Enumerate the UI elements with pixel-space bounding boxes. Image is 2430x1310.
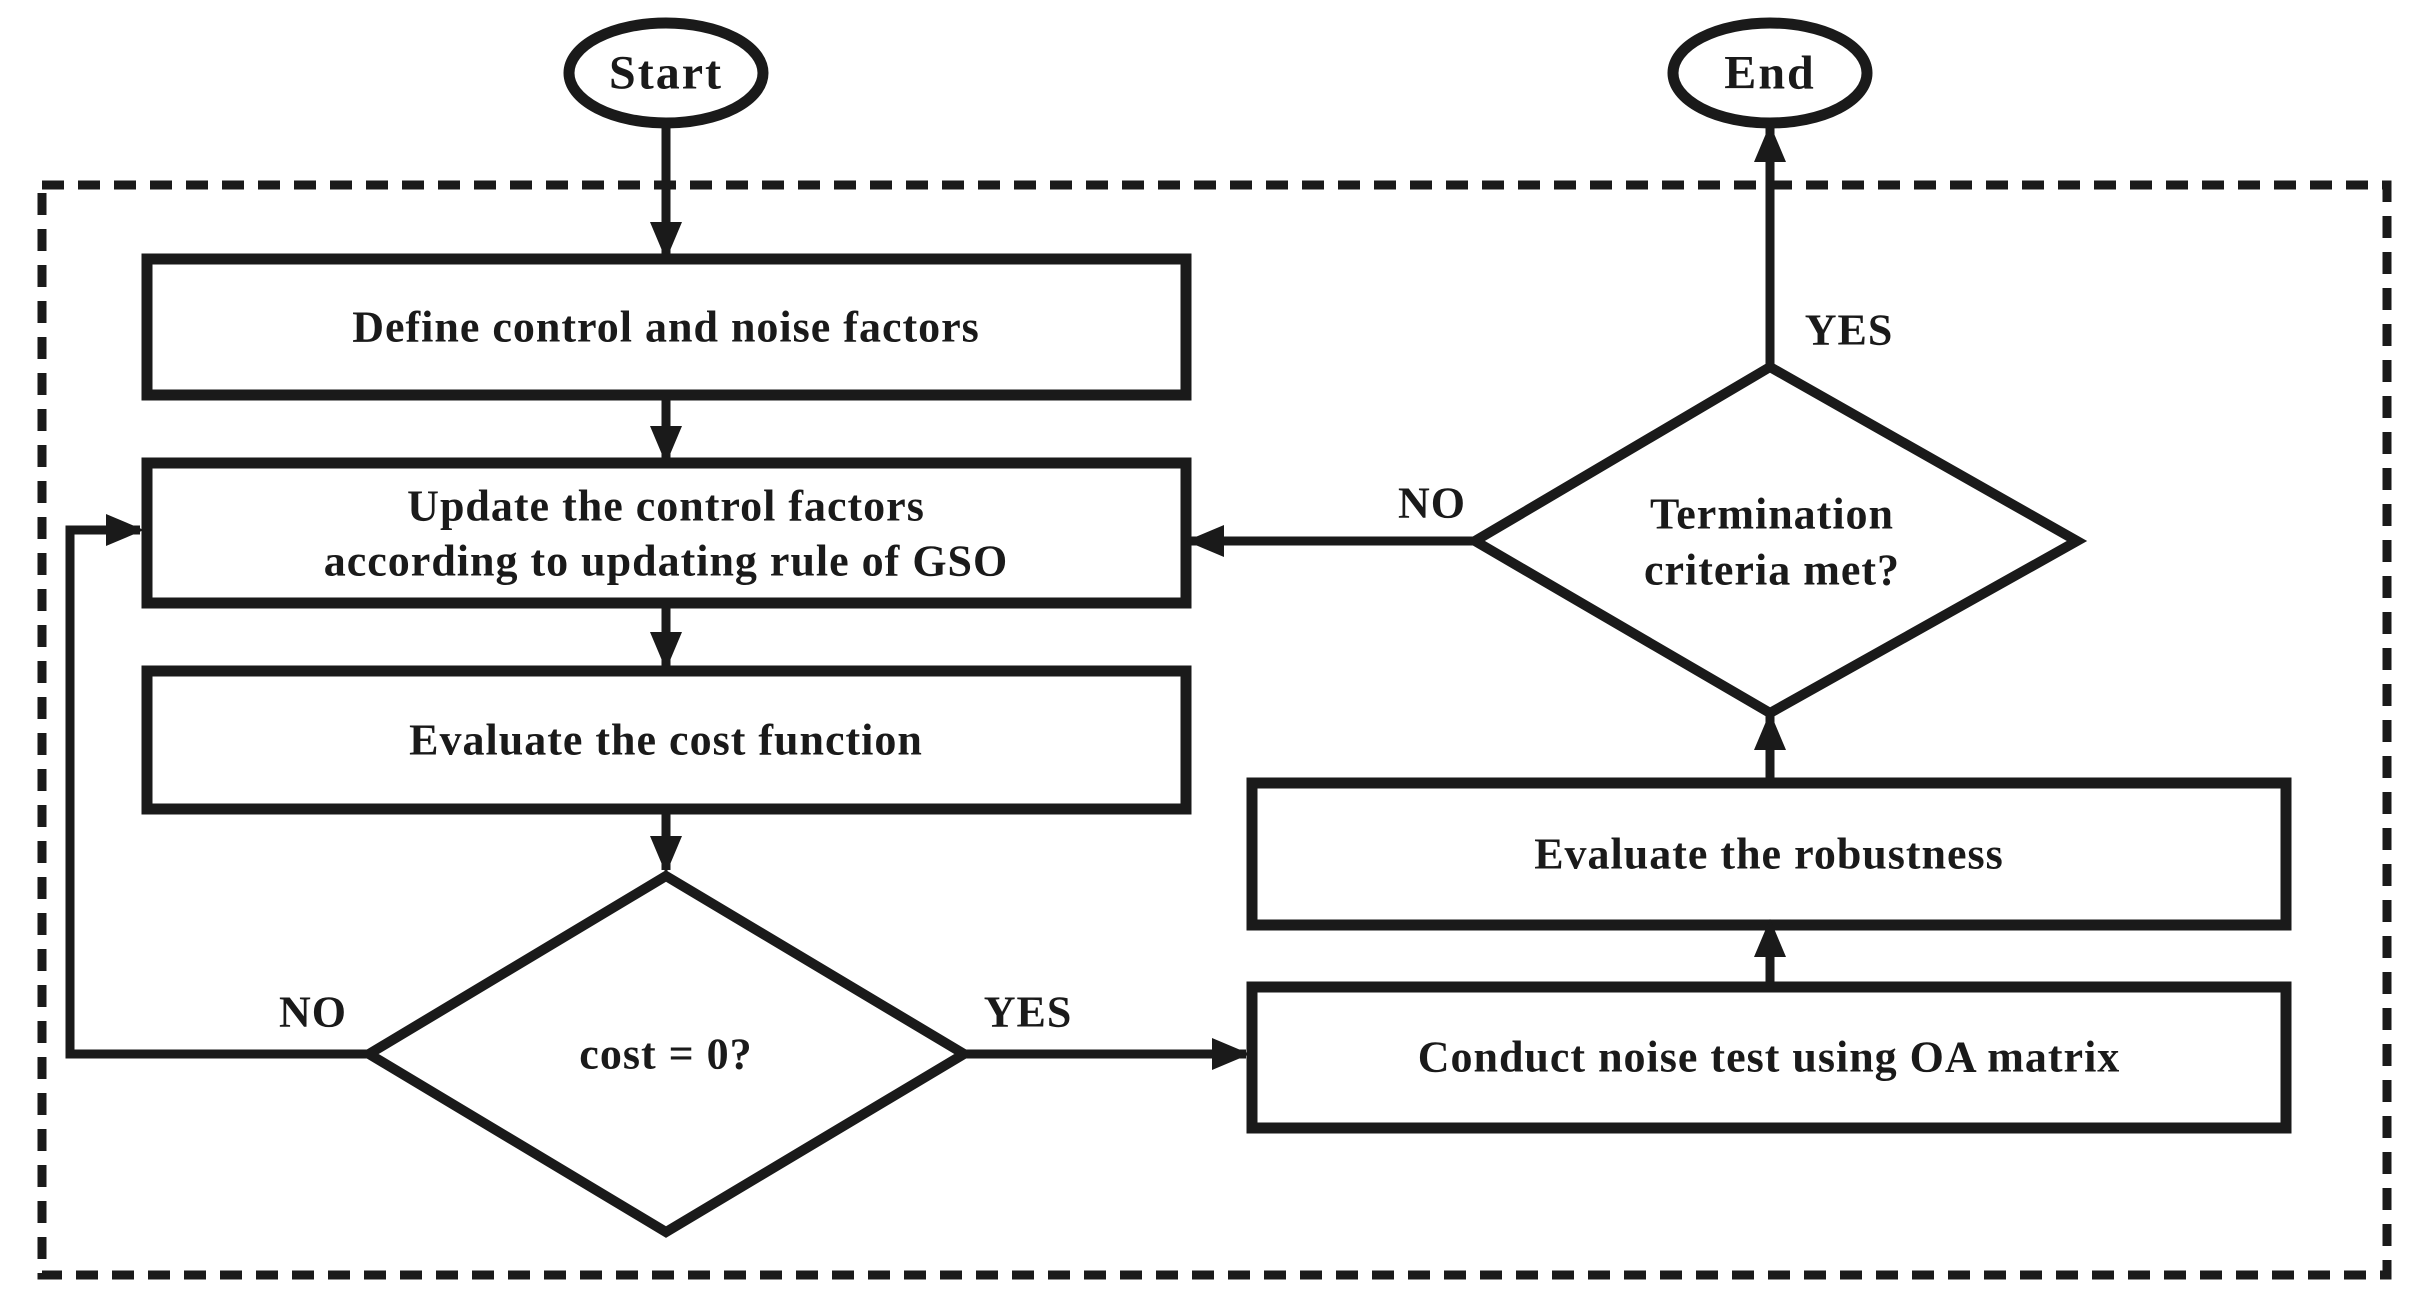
evaluate-robustness-label: Evaluate the robustness: [1534, 830, 2004, 879]
evaluate-robustness-box: [1246, 777, 2292, 931]
termination-decision-diamond: [1465, 361, 2088, 719]
conduct-noise-test-box: [1246, 981, 2292, 1134]
update-factors-label-line1: Update the control factors: [407, 482, 925, 531]
dashed-boundary: [37, 180, 2392, 1280]
start-label: Start: [609, 47, 723, 100]
update-factors-label-line2: according to updating rule of GSO: [324, 537, 1009, 586]
evaluate-cost-label: Evaluate the cost function: [409, 716, 923, 765]
end-label: End: [1724, 47, 1815, 100]
cost-yes-label: YES: [984, 988, 1073, 1037]
define-factors-label: Define control and noise factors: [352, 303, 980, 352]
evaluate-cost-box: [141, 665, 1192, 815]
termination-decision-label-line1: Termination: [1650, 490, 1894, 539]
cost-decision-label: cost = 0?: [579, 1030, 752, 1079]
update-factors-box: [141, 457, 1192, 609]
end-terminator: [1667, 17, 1873, 129]
define-factors-box: [141, 253, 1192, 401]
termination-decision-label-line2: criteria met?: [1644, 546, 1900, 595]
cost-no-label: NO: [279, 988, 347, 1037]
conduct-noise-test-label: Conduct noise test using OA matrix: [1418, 1033, 2121, 1082]
termination-no-label: NO: [1398, 479, 1466, 528]
termination-yes-label: YES: [1805, 306, 1894, 355]
cost-decision-diamond: [359, 870, 974, 1238]
connector-cost-no-feedback: [65, 514, 369, 1059]
